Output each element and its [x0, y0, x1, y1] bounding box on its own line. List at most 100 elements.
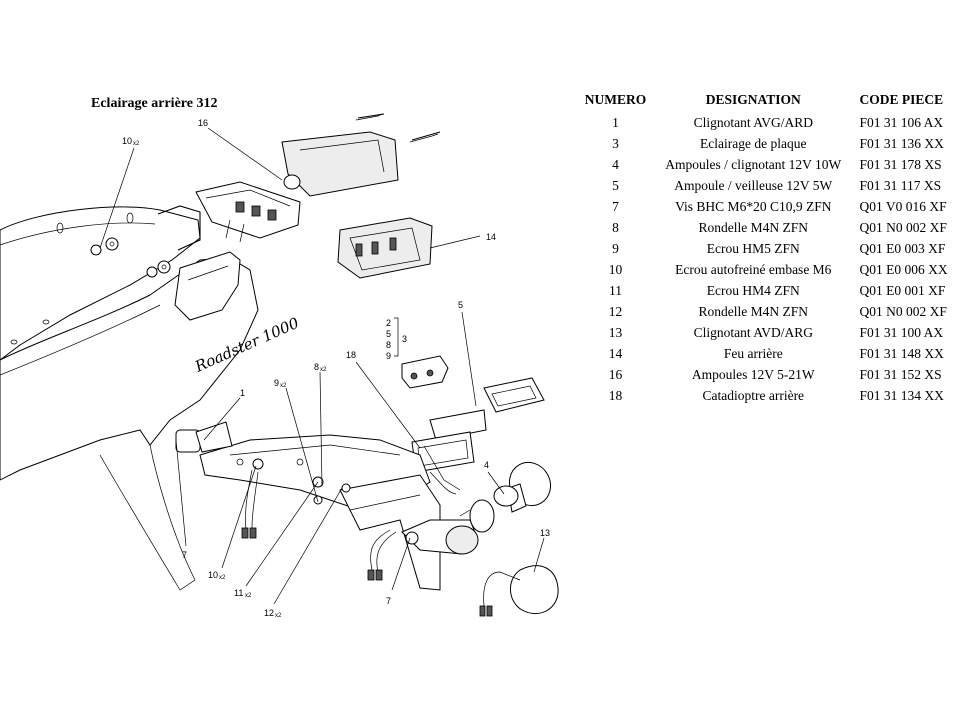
callout-sub: x2 — [245, 593, 252, 599]
cell-code: F01 31 178 XS — [859, 156, 942, 172]
mounting-bracket — [90, 237, 241, 321]
table-row: 1 Clignotant AVG/ARD F01 31 106 AX — [578, 112, 970, 133]
callout-label: 5 — [386, 329, 391, 339]
cell-numero: 12 — [608, 303, 623, 319]
table-row: 12 Rondelle M4N ZFN Q01 N0 002 XF — [578, 301, 970, 322]
cell-numero: 18 — [608, 387, 623, 403]
cell-code: F01 31 152 XS — [859, 366, 942, 382]
callout-label: 9 — [386, 351, 391, 361]
rear-frame — [175, 421, 441, 591]
cell-designation: Ecrou autofreiné embase M6 — [675, 261, 832, 277]
table-row: 13 Clignotant AVD/ARG F01 31 100 AX — [578, 322, 970, 343]
leader-lines — [99, 127, 545, 605]
rear-fairing: Roadster 1000 — [0, 205, 302, 591]
cell-code: Q01 N0 002 XF — [859, 303, 947, 319]
callout-label: 5 — [458, 300, 463, 310]
plate-light-3 — [401, 355, 449, 389]
callout-label: 16 — [198, 118, 208, 128]
cell-designation: Feu arrière — [723, 345, 783, 361]
cell-code: F01 31 136 XX — [859, 135, 944, 151]
cell-numero: 5 — [612, 177, 619, 193]
table-row: 18 Catadioptre arrière F01 31 134 XX — [578, 385, 970, 406]
callout-label: 12 — [264, 608, 274, 618]
table-row: 5 Ampoule / veilleuse 12V 5W F01 31 117 … — [578, 175, 970, 196]
callout-label: 8 — [314, 362, 319, 372]
callout-label: 14 — [486, 232, 496, 242]
lamp-holder — [195, 181, 301, 243]
callouts: 16 10 x2 14 2 5 8 9 3 5 18 8 x2 9 x2 1 4… — [122, 118, 550, 619]
cell-code: F01 31 100 AX — [859, 324, 944, 340]
parts-table: NUMERO DESIGNATION CODE PIECE 1 Clignota… — [578, 88, 970, 406]
table-row: 11 Ecrou HM4 ZFN Q01 E0 001 XF — [578, 280, 970, 301]
cell-code: F01 31 117 XS — [859, 177, 942, 193]
table-row: 7 Vis BHC M6*20 C10,9 ZFN Q01 V0 016 XF — [578, 196, 970, 217]
header-numero: NUMERO — [584, 92, 647, 107]
table-row: 16 Ampoules 12V 5-21W F01 31 152 XS — [578, 364, 970, 385]
cell-designation: Catadioptre arrière — [702, 387, 805, 403]
cell-numero: 3 — [612, 135, 619, 151]
cell-designation: Clignotant AVG/ARD — [693, 114, 813, 130]
callout-label: 13 — [540, 528, 550, 538]
table-row: 9 Ecrou HM5 ZFN Q01 E0 003 XF — [578, 238, 970, 259]
callout-sub: x2 — [133, 141, 140, 147]
cell-designation: Rondelle M4N ZFN — [698, 219, 809, 235]
cell-code: Q01 V0 016 XF — [859, 198, 947, 214]
cell-code: Q01 E0 003 XF — [859, 240, 946, 256]
cell-numero: 7 — [612, 198, 619, 214]
bolt-stack — [394, 317, 399, 357]
cell-numero: 9 — [612, 240, 619, 256]
cell-code: F01 31 106 AX — [859, 114, 944, 130]
callout-label: 9 — [274, 378, 279, 388]
tail-lens — [281, 113, 441, 197]
callout-label: 7 — [182, 550, 187, 560]
cell-numero: 1 — [612, 114, 619, 130]
cell-numero: 11 — [609, 282, 623, 298]
cell-designation: Vis BHC M6*20 C10,9 ZFN — [675, 198, 832, 214]
callout-label: 1 — [240, 388, 245, 398]
cell-designation: Clignotant AVD/ARG — [693, 324, 813, 340]
cell-designation: Ecrou HM4 ZFN — [706, 282, 800, 298]
callout-sub: x2 — [280, 383, 287, 389]
wires — [241, 469, 457, 581]
cell-designation: Eclairage de plaque — [700, 135, 807, 151]
callout-sub: x2 — [320, 367, 327, 373]
callout-label: 4 — [484, 460, 489, 470]
callout-sub: x2 — [275, 613, 282, 619]
exploded-parts-diagram: Roadster 1000 — [0, 110, 562, 630]
cell-designation: Ampoule / veilleuse 12V 5W — [674, 177, 833, 193]
plate-support — [411, 377, 545, 491]
callout-label: 3 — [402, 334, 407, 344]
table-row: 3 Eclairage de plaque F01 31 136 XX — [578, 133, 970, 154]
cell-code: Q01 E0 006 XX — [859, 261, 948, 277]
cell-numero: 16 — [608, 366, 623, 382]
cell-designation: Ampoules 12V 5-21W — [691, 366, 815, 382]
cell-code: F01 31 148 XX — [859, 345, 944, 361]
table-row: 14 Feu arrière F01 31 148 XX — [578, 343, 970, 364]
callout-label: 10 — [122, 136, 132, 146]
header-designation: DESIGNATION — [705, 92, 801, 107]
table-row: 10 Ecrou autofreiné embase M6 Q01 E0 006… — [578, 259, 970, 280]
header-code-piece: CODE PIECE — [859, 92, 944, 107]
cell-numero: 14 — [608, 345, 623, 361]
cell-numero: 13 — [608, 324, 623, 340]
callout-label: 11 — [234, 588, 243, 598]
cell-code: F01 31 134 XX — [859, 387, 944, 403]
callout-label: 10 — [208, 570, 218, 580]
cell-designation: Rondelle M4N ZFN — [698, 303, 809, 319]
cell-code: Q01 E0 001 XF — [859, 282, 946, 298]
cell-numero: 10 — [608, 261, 623, 277]
cell-numero: 4 — [612, 156, 619, 172]
cell-designation: Ampoules / clignotant 12V 10W — [665, 156, 842, 172]
cell-designation: Ecrou HM5 ZFN — [706, 240, 800, 256]
cell-code: Q01 N0 002 XF — [859, 219, 947, 235]
table-row: 4 Ampoules / clignotant 12V 10W F01 31 1… — [578, 154, 970, 175]
callout-sub: x2 — [219, 575, 226, 581]
cell-numero: 8 — [612, 219, 619, 235]
callout-label: 2 — [386, 318, 391, 328]
indicator-upper-right — [459, 461, 552, 533]
callout-label: 7 — [386, 596, 391, 606]
rear-light-14 — [337, 217, 433, 279]
callout-label: 18 — [346, 350, 356, 360]
table-row: 8 Rondelle M4N ZFN Q01 N0 002 XF — [578, 217, 970, 238]
page-title: Eclairage arrière 312 — [91, 96, 218, 111]
